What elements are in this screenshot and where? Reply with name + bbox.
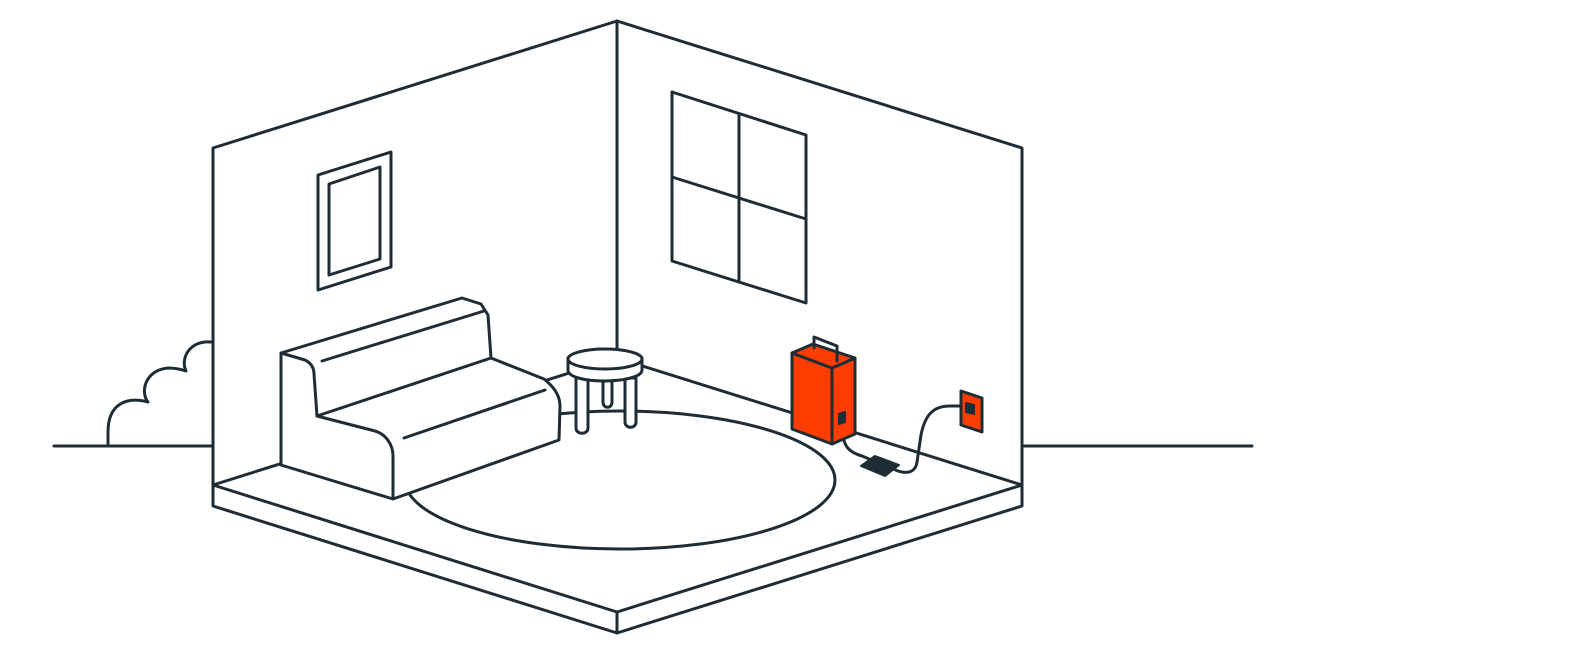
sofa-icon [279,296,562,501]
wall-outlet-icon [959,389,984,434]
picture-frame-icon [316,150,393,292]
window-icon [670,90,808,305]
power-cord [841,404,965,474]
side-table-icon [566,347,644,435]
power-plug-icon [860,455,900,477]
dehumidifier-icon [790,335,857,446]
bush-icon [106,340,213,448]
